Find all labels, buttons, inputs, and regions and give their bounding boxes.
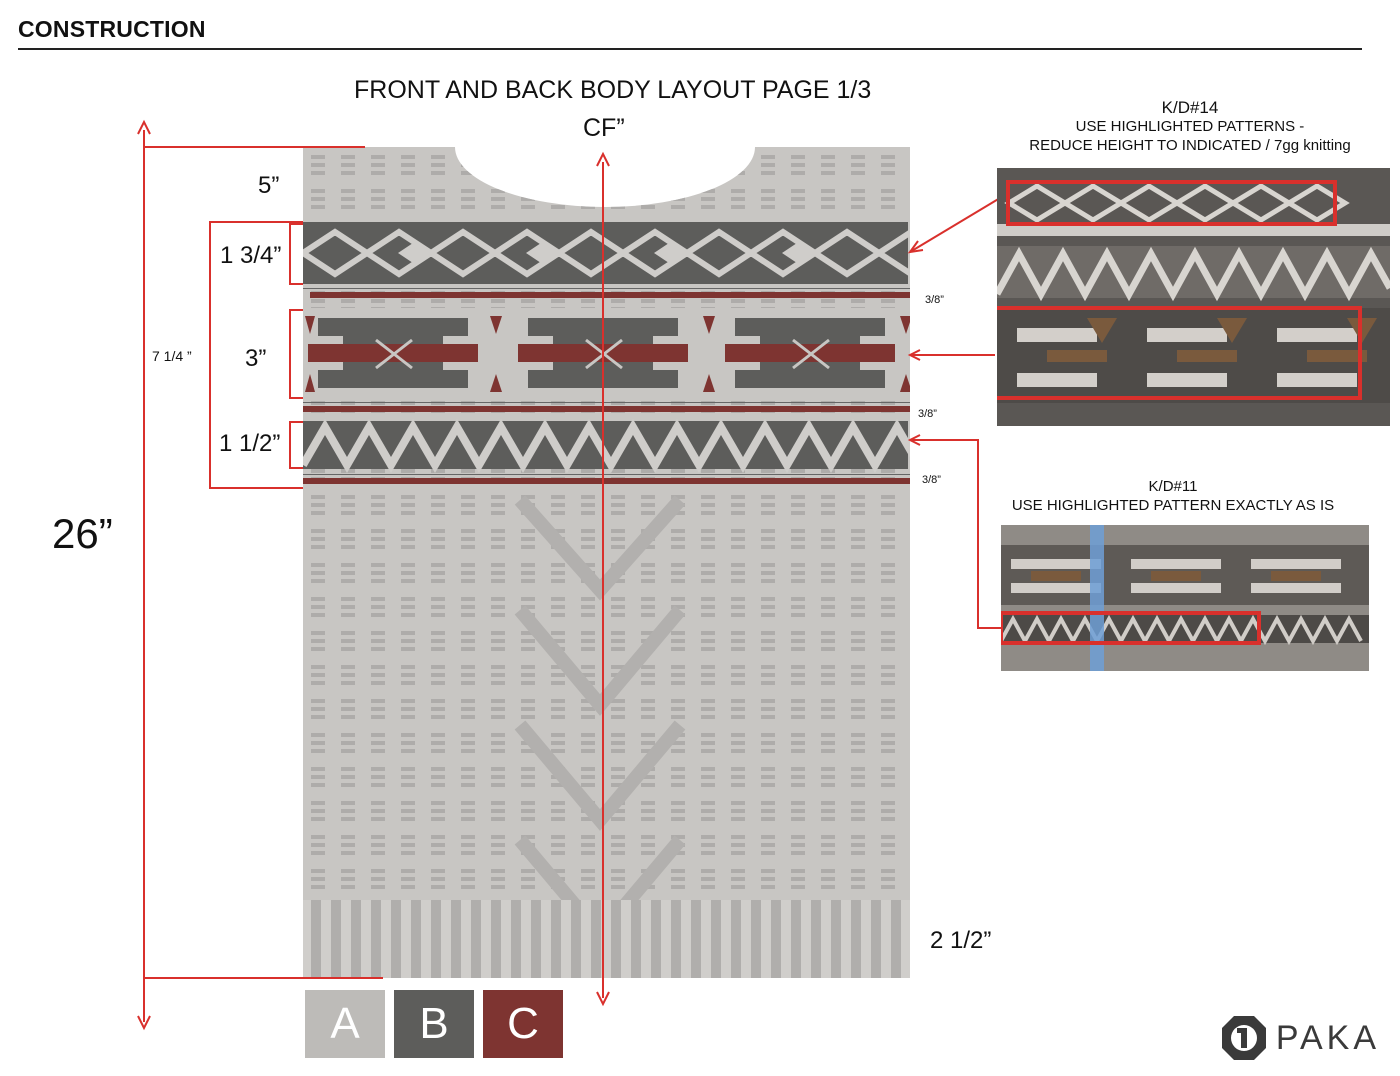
- band-aztec-measurement: 3”: [245, 345, 267, 372]
- paka-logo-icon: [1221, 1016, 1266, 1060]
- reference-kd11-swatch: [1001, 525, 1369, 671]
- band-zigzag: [303, 419, 910, 473]
- reference-kd11-id: K/D#11: [1148, 478, 1198, 495]
- stripe-measurement-1: 3/8”: [925, 294, 944, 306]
- measuring-tape: [1090, 525, 1104, 671]
- brand-name: PAKA: [1275, 1018, 1380, 1057]
- colorway-swatch-a: A: [305, 990, 385, 1058]
- section-divider: [18, 48, 1362, 50]
- reference-kd14-swatch: [997, 168, 1390, 426]
- highlight-box-aztec: [997, 306, 1362, 400]
- yoke-measurement: 5”: [258, 172, 280, 199]
- stripe-measurement-3: 3/8”: [922, 474, 941, 486]
- reference-kd11-line-1: USE HIGHLIGHTED PATTERN EXACTLY AS IS: [1011, 497, 1335, 514]
- section-title: CONSTRUCTION: [18, 16, 206, 42]
- reference-kd14-line-1: USE HIGHLIGHTED PATTERNS -: [1075, 118, 1305, 135]
- layout-title: FRONT AND BACK BODY LAYOUT PAGE 1/3: [354, 76, 872, 104]
- brand-logo: PAKA: [1220, 1014, 1380, 1062]
- center-front-label: CF”: [583, 114, 625, 142]
- hem-measurement: 2 1/2”: [930, 927, 992, 954]
- band-group-measurement: 7 1/4 ”: [152, 348, 192, 364]
- band-diamond-measurement: 1 3/4”: [220, 242, 282, 269]
- reference-kd14-id: K/D#14: [1161, 98, 1219, 117]
- colorway-swatch-b: B: [394, 990, 474, 1058]
- reference-kd11-label: K/D#11 USE HIGHLIGHTED PATTERN EXACTLY A…: [990, 477, 1356, 515]
- band-diamond: [303, 222, 910, 284]
- garment-body: [303, 147, 910, 978]
- colorway-swatch-c: C: [483, 990, 563, 1058]
- band-aztec: [303, 308, 910, 398]
- measurement-lines: [137, 119, 1006, 1031]
- highlight-box-diamond: [1006, 180, 1337, 226]
- stripe-measurement-2: 3/8”: [918, 408, 937, 420]
- reference-kd14-line-2: REDUCE HEIGHT TO INDICATED / 7gg knittin…: [1029, 137, 1351, 154]
- hem-rib: [303, 900, 910, 978]
- reference-kd14-label: K/D#14 USE HIGHLIGHTED PATTERNS - REDUCE…: [1000, 98, 1380, 155]
- total-length-measurement: 26”: [52, 510, 113, 557]
- highlight-box-zigzag: [1001, 611, 1261, 645]
- band-zigzag-measurement: 1 1/2”: [219, 430, 281, 457]
